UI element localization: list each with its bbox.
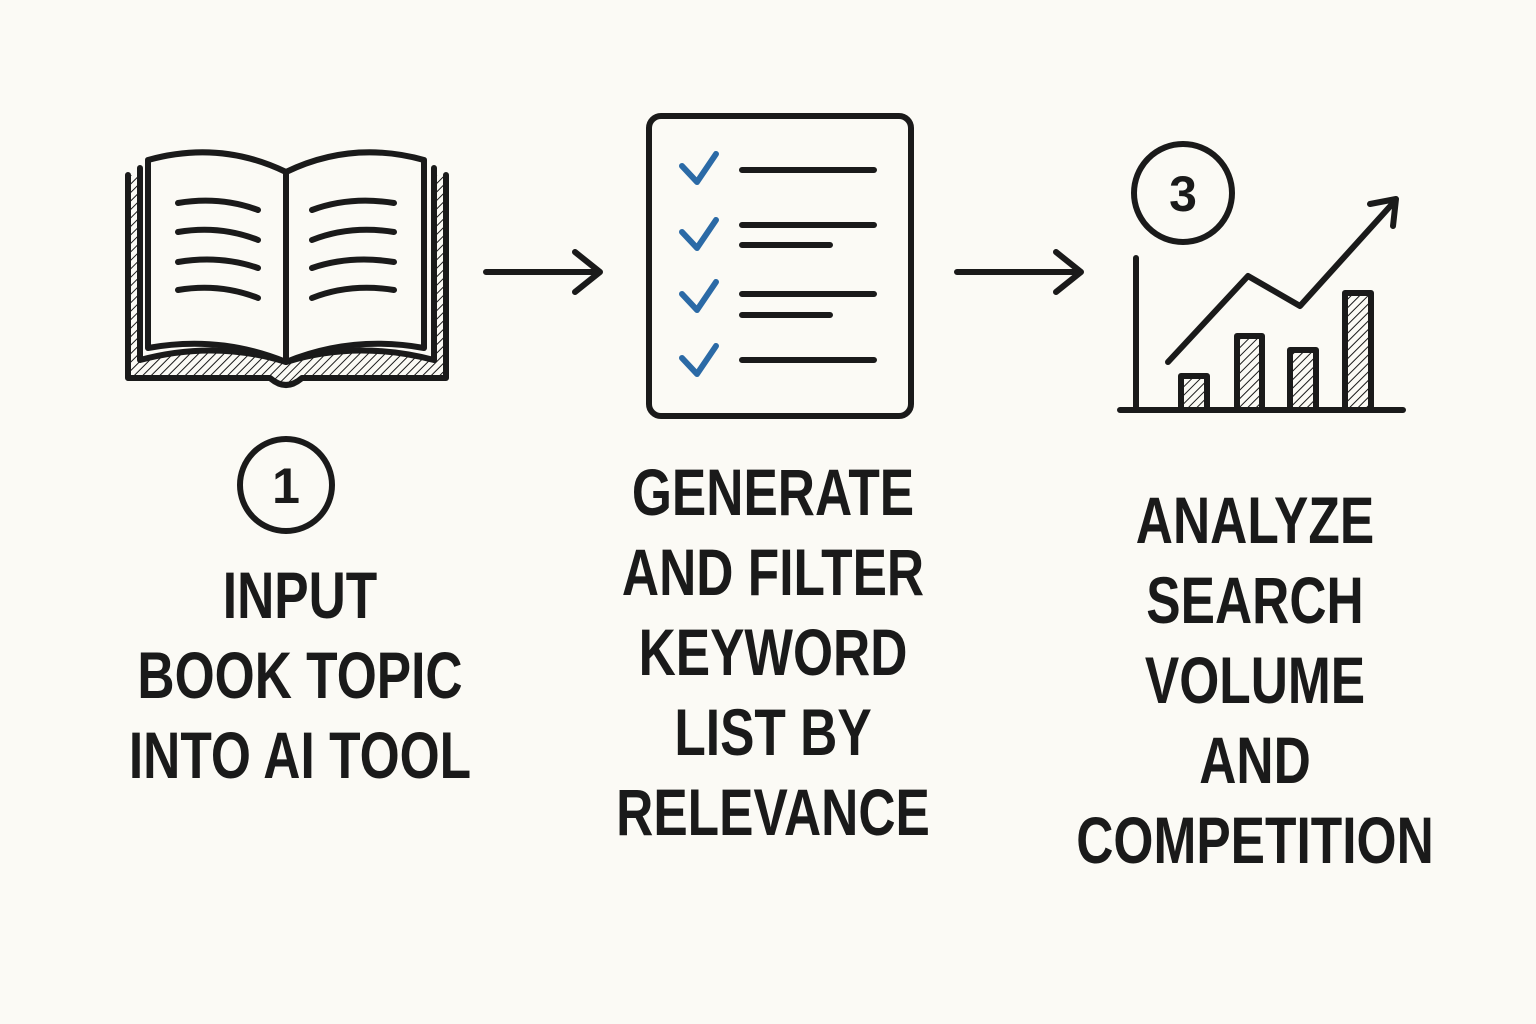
label-line: COMPETITION xyxy=(1076,803,1434,877)
label-line: GENERATE xyxy=(631,455,915,529)
bar-chart-trend-icon xyxy=(1117,196,1406,413)
step-1-label: INPUT BOOK TOPIC INTO AI TOOL xyxy=(105,555,495,795)
open-book-icon xyxy=(125,149,449,388)
arrow-right-icon xyxy=(954,249,1084,295)
checklist-icon xyxy=(646,113,914,419)
label-line: AND FILTER xyxy=(621,535,925,609)
step-number-circle xyxy=(1131,141,1235,245)
label-line: BOOK TOPIC xyxy=(137,638,463,712)
step-2-label: GENERATE AND FILTER KEYWORD LIST BY RELE… xyxy=(578,452,968,852)
label-line: VOLUME xyxy=(1144,643,1366,717)
step-3-label: ANALYZE SEARCH VOLUME AND COMPETITION xyxy=(1060,480,1450,880)
label-line: AND xyxy=(1199,723,1311,797)
label-line: SEARCH xyxy=(1146,563,1364,637)
step-number-circle xyxy=(237,436,335,534)
step-number: 1 xyxy=(272,458,300,514)
label-line: INTO AI TOOL xyxy=(128,718,472,792)
label-line: LIST BY xyxy=(674,695,872,769)
label-line: KEYWORD xyxy=(638,615,908,689)
label-line: INPUT xyxy=(222,558,378,632)
label-line: ANALYZE xyxy=(1135,483,1375,557)
step-number: 3 xyxy=(1169,166,1197,222)
arrow-right-icon xyxy=(483,249,603,295)
label-line: RELEVANCE xyxy=(616,775,930,849)
